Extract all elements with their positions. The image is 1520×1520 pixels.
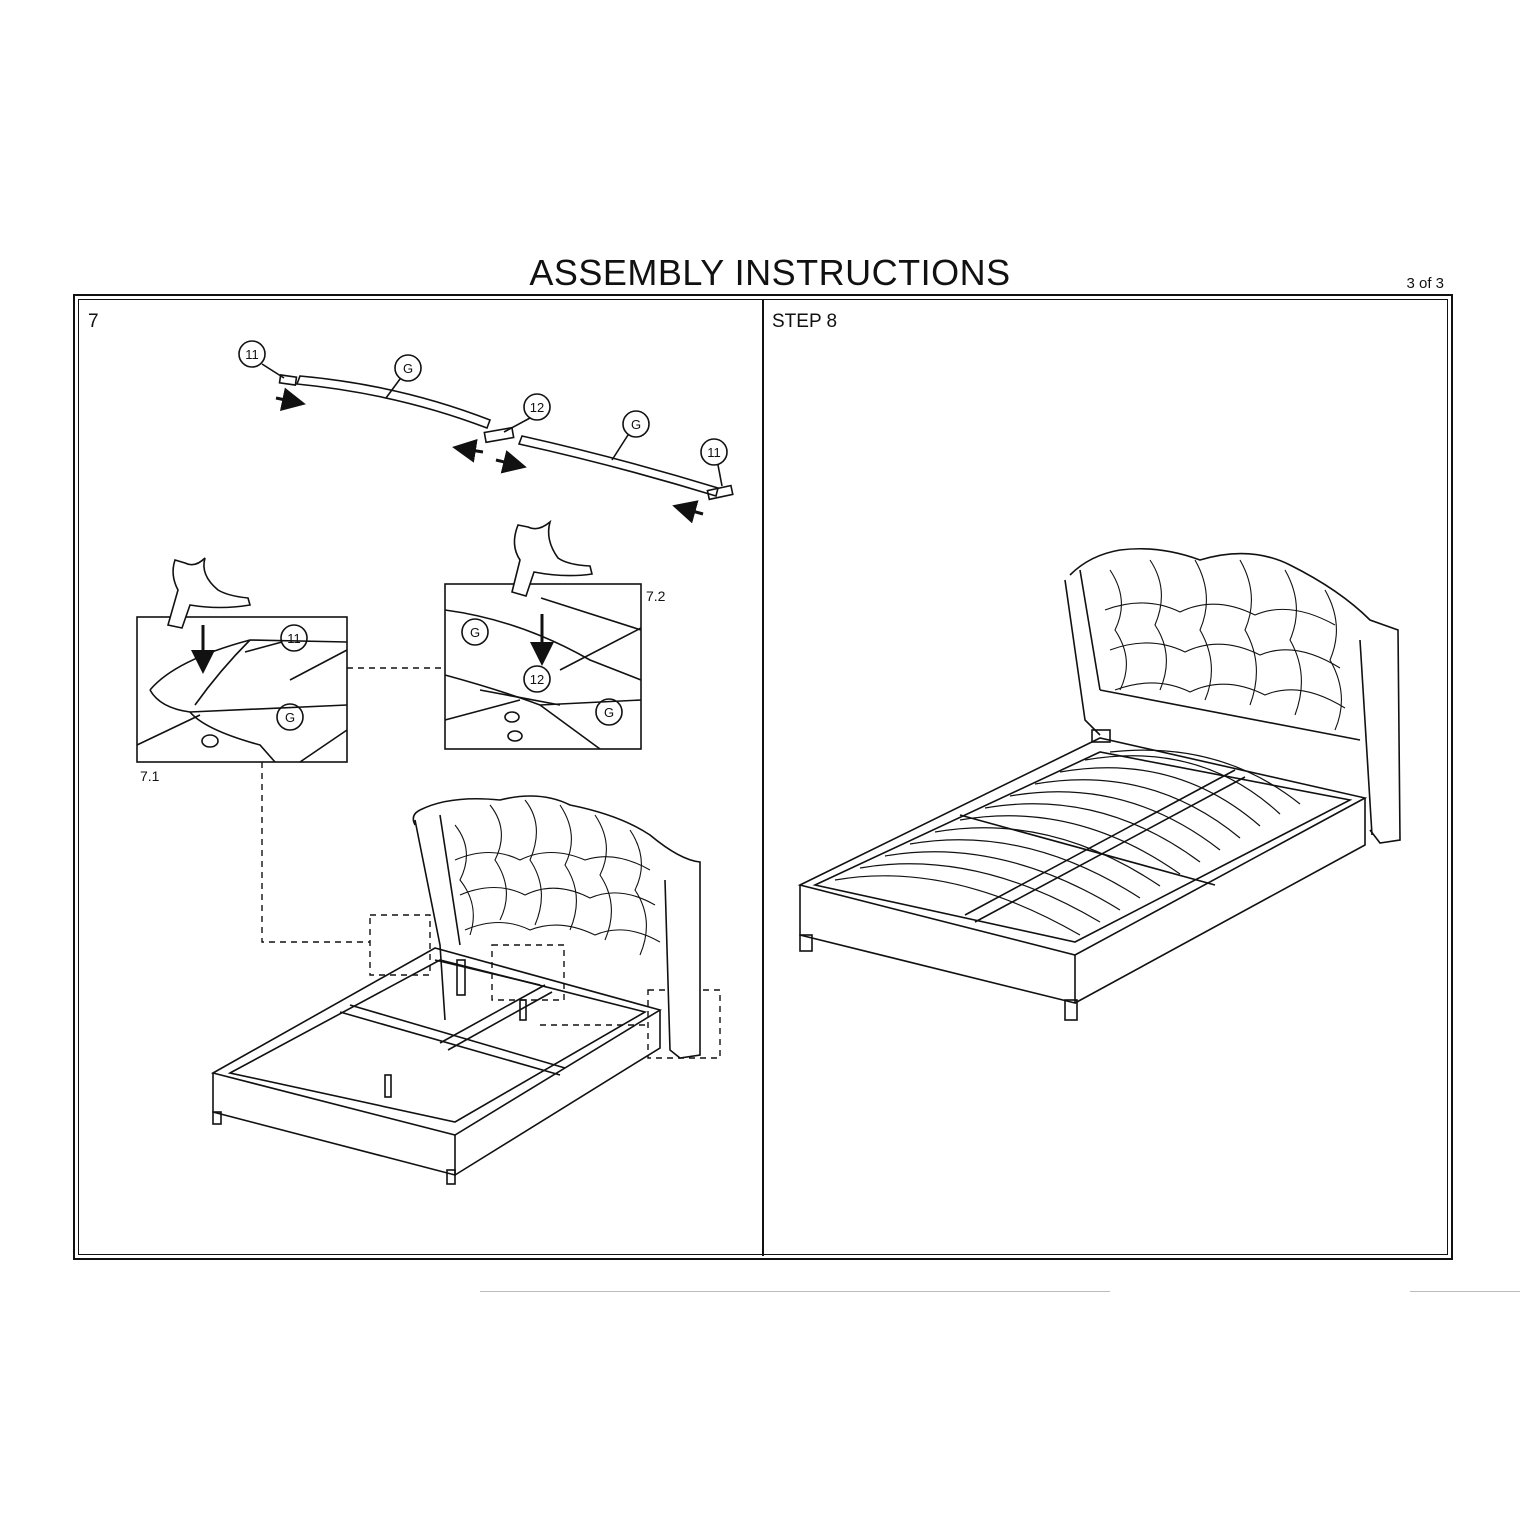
connector-12 xyxy=(483,426,515,444)
callout-text: 11 xyxy=(287,631,301,646)
panel-divider xyxy=(762,299,764,1256)
scan-artifact-line xyxy=(1410,1291,1520,1292)
bed-frame-step8 xyxy=(797,547,1401,1021)
slat-g-left xyxy=(295,375,492,430)
page-title: ASSEMBLY INSTRUCTIONS xyxy=(529,252,1011,293)
callout-text: G xyxy=(470,625,480,640)
outer-frame xyxy=(73,294,1453,1260)
detail-7-2-label: 7.2 xyxy=(646,588,666,604)
slat-g-right xyxy=(517,435,719,498)
dashed-connectors xyxy=(261,667,721,1059)
callout-11 xyxy=(280,624,308,652)
page-number: 3 of 3 xyxy=(1406,275,1444,292)
callout-11-right xyxy=(700,438,728,466)
callout-text: G xyxy=(285,710,295,725)
callout-text: G xyxy=(403,361,413,376)
callout-12 xyxy=(523,665,551,693)
detail-7-1-label: 7.1 xyxy=(140,768,160,784)
callout-text: 11 xyxy=(245,347,259,362)
slat-parts-diagram xyxy=(238,340,734,524)
callout-text: 11 xyxy=(707,445,721,460)
callout-text: 12 xyxy=(530,400,544,415)
detail-7-2 xyxy=(444,519,642,750)
callout-g xyxy=(276,703,304,731)
arrow-left-icon xyxy=(452,438,484,463)
end-cap-11-right xyxy=(706,484,734,501)
callout-g-right xyxy=(622,410,650,438)
callout-text: G xyxy=(631,417,641,432)
callout-g xyxy=(461,618,489,646)
end-cap-11-left xyxy=(278,374,298,386)
bed-frame-step7 xyxy=(210,795,701,1185)
scan-artifact-line xyxy=(480,1291,1110,1292)
callout-text: G xyxy=(604,705,614,720)
hand-icon xyxy=(166,557,252,629)
detail-7-1 xyxy=(136,557,348,763)
arrow-left-icon xyxy=(672,500,704,524)
callout-g-left xyxy=(394,354,422,382)
arrow-right-icon xyxy=(495,450,527,474)
callout-g xyxy=(595,698,623,726)
callout-11-left xyxy=(238,340,266,368)
hand-icon xyxy=(511,519,593,597)
step-7-label: 7 xyxy=(88,311,99,332)
callout-text: 12 xyxy=(530,672,544,687)
callout-12 xyxy=(523,393,551,421)
arrow-right-icon xyxy=(275,387,306,412)
step-8-label: STEP 8 xyxy=(772,311,838,332)
